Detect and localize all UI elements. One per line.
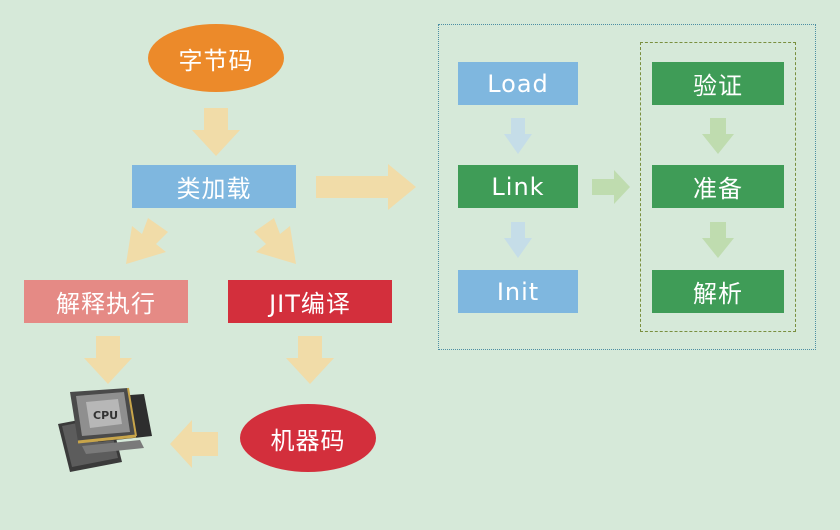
machine-code-label: 机器码 — [270, 426, 346, 455]
arrow-down-right-jit — [254, 218, 296, 264]
arrow-right-to-link-detail — [592, 170, 630, 204]
jit-label: JIT编译 — [269, 290, 351, 318]
class-loading-label: 类加载 — [176, 175, 252, 203]
arrow-down-load — [504, 118, 532, 154]
arrow-down-prepare — [702, 222, 734, 258]
machine-code-node: 机器码 — [240, 404, 376, 472]
bytecode-label: 字节码 — [178, 46, 254, 75]
arrow-down-bytecode — [192, 108, 240, 156]
arrow-down-left-interpret — [126, 218, 168, 264]
resolve-label: 解析 — [693, 280, 743, 308]
jit-node: JIT编译 — [228, 280, 392, 323]
verify-label: 验证 — [693, 72, 743, 100]
link-stage: Link — [458, 165, 578, 208]
class-loading-detail-box — [438, 24, 816, 350]
interpret-node: 解释执行 — [24, 280, 188, 323]
resolve-stage: 解析 — [652, 270, 784, 313]
prepare-stage: 准备 — [652, 165, 784, 208]
load-stage: Load — [458, 62, 578, 105]
cpu-label: CPU — [93, 409, 118, 422]
interpret-label: 解释执行 — [56, 290, 156, 318]
arrow-down-interpret — [84, 336, 132, 384]
load-label: Load — [487, 69, 549, 98]
verify-stage: 验证 — [652, 62, 784, 105]
cpu-chip-icon: CPU — [58, 387, 152, 472]
arrow-down-jit — [286, 336, 334, 384]
arrow-down-link — [504, 222, 532, 258]
init-stage: Init — [458, 270, 578, 313]
link-label: Link — [491, 172, 545, 201]
arrow-left-to-cpu — [170, 420, 218, 468]
arrow-down-verify — [702, 118, 734, 154]
prepare-label: 准备 — [693, 175, 743, 203]
init-label: Init — [496, 277, 540, 306]
class-loading-node: 类加载 — [132, 165, 296, 208]
link-detail-box — [640, 42, 796, 332]
arrow-right-to-loading — [316, 164, 416, 210]
bytecode-node: 字节码 — [148, 24, 284, 92]
